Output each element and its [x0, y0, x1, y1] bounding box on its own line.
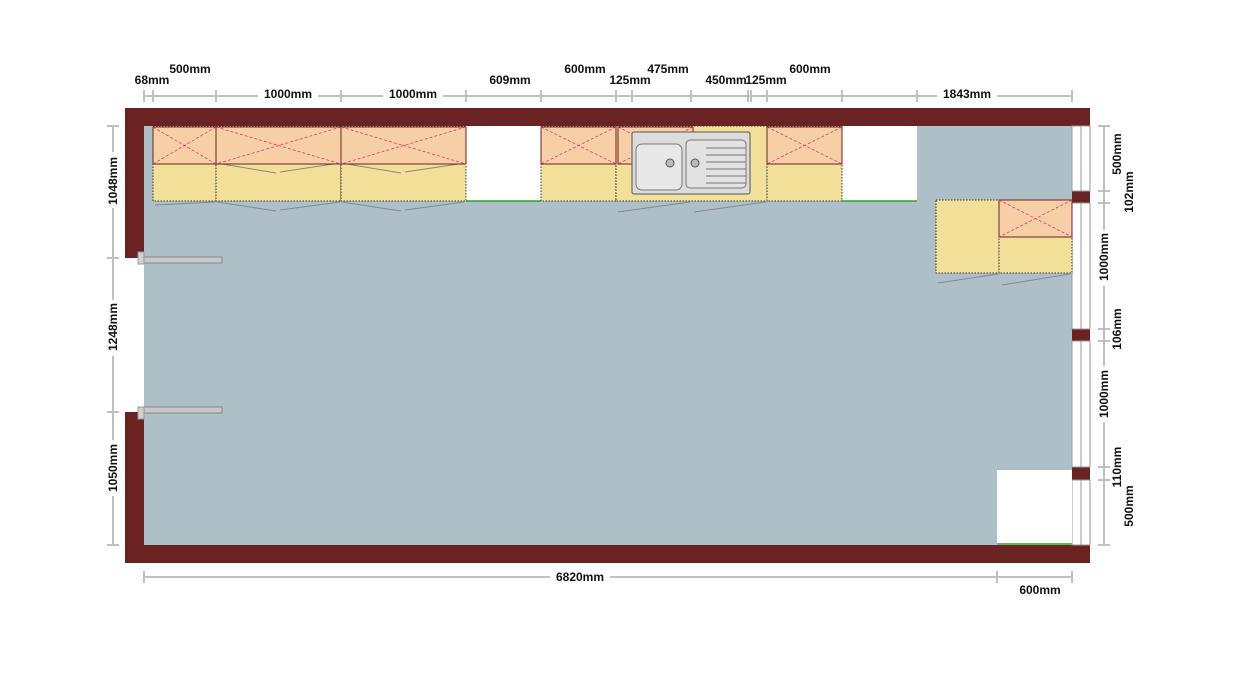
dim-right-106: 106mm	[1110, 308, 1124, 349]
dimension-labels: 500mm 600mm 475mm 600mm 68mm 609mm 125mm…	[105, 62, 1136, 597]
door-hinge-bottom	[137, 406, 145, 420]
dim-bottom-6820: 6820mm	[556, 570, 604, 584]
door-leaf-top	[143, 256, 223, 264]
dim-top-1843: 1843mm	[943, 87, 991, 101]
cabinet-door-swings	[154, 162, 1071, 286]
dim-top-1000a: 1000mm	[264, 87, 312, 101]
wall-right-top-segment	[1072, 191, 1090, 203]
appliance-gap-corner	[997, 470, 1072, 545]
dim-right-1000b: 1000mm	[1097, 370, 1111, 418]
dim-right-500a: 500mm	[1110, 133, 1124, 174]
dim-left-1048: 1048mm	[106, 157, 120, 205]
dim-top-450: 450mm	[705, 73, 746, 87]
door-opening	[125, 258, 144, 412]
dim-left-1248: 1248mm	[106, 303, 120, 351]
wall-cabinet-right	[998, 199, 1073, 238]
walls	[125, 108, 1090, 563]
appliance-gap-2	[842, 126, 917, 201]
wall-cabinet-6	[766, 126, 843, 165]
dim-right-102: 102mm	[1122, 171, 1136, 212]
dim-top-1000b: 1000mm	[389, 87, 437, 101]
wall-right-mid-segment	[1072, 329, 1090, 341]
wall-cabinet-4	[540, 126, 617, 165]
wall-cabinet-2	[215, 126, 342, 165]
sink-bowl	[635, 143, 683, 191]
wall-cabinet-3	[340, 126, 467, 165]
dim-top-125b: 125mm	[745, 73, 786, 87]
wall-left-upper	[125, 108, 144, 258]
wall-left-lower	[125, 412, 144, 563]
door-leaf-bottom	[143, 406, 223, 414]
dim-top-609: 609mm	[489, 73, 530, 87]
sink-tap	[690, 158, 700, 168]
sink	[631, 131, 751, 195]
dim-bottom-600: 600mm	[1019, 583, 1060, 597]
wall-bottom	[125, 545, 1090, 563]
sink-drain	[665, 158, 675, 168]
appliance-gap-1	[466, 126, 541, 201]
dim-left-1050: 1050mm	[106, 444, 120, 492]
dim-right-110: 110mm	[1110, 447, 1124, 488]
dim-right-1000a: 1000mm	[1097, 233, 1111, 281]
left-door	[125, 251, 223, 420]
dim-top-600b: 600mm	[789, 62, 830, 76]
dim-top-475: 475mm	[647, 62, 688, 76]
dim-top-600a: 600mm	[564, 62, 605, 76]
dim-top-500: 500mm	[169, 62, 210, 76]
wall-top	[125, 108, 1090, 126]
wall-cabinet-1	[152, 126, 217, 165]
right-windows	[1071, 125, 1091, 546]
dim-top-68: 68mm	[135, 73, 170, 87]
wall-right-low-segment	[1072, 467, 1090, 480]
door-hinge-top	[137, 251, 145, 265]
dim-right-500b: 500mm	[1122, 485, 1136, 526]
dim-top-125a: 125mm	[609, 73, 650, 87]
base-cabinet-corner	[935, 199, 1000, 274]
appliance-spaces	[466, 126, 1072, 545]
